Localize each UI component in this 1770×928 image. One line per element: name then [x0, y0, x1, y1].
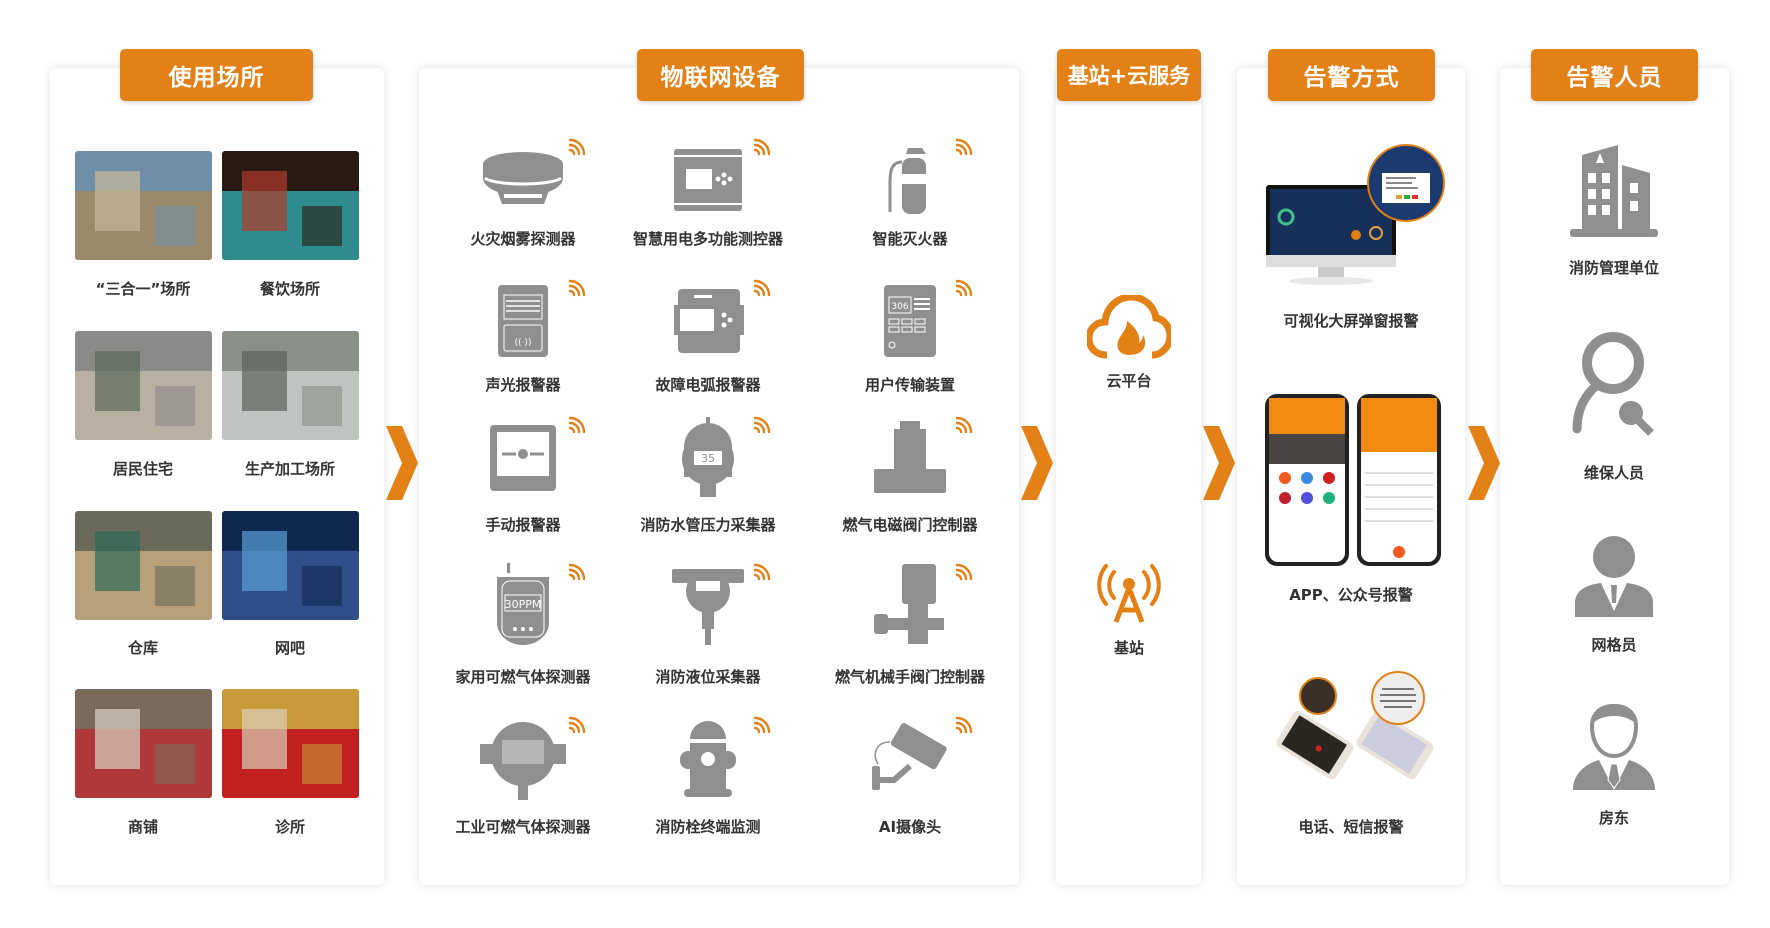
alerts-title: 告警方式: [1268, 49, 1435, 101]
alert-dashboard-label: 可视化大屏弹窗报警: [1283, 312, 1419, 330]
wireless-signal-icon: [567, 713, 589, 739]
place-label: 餐饮场所: [259, 280, 321, 298]
landlord-icon: [1571, 702, 1657, 796]
wireless-signal-icon: [752, 276, 774, 302]
places-title: 使用场所: [120, 49, 313, 101]
device-label: 智慧用电多功能测控器: [632, 230, 784, 248]
wireless-signal-icon: [752, 560, 774, 586]
photo-restaurant: [222, 151, 359, 260]
home-gas-detector-icon: 30PPM: [493, 563, 553, 651]
wireless-signal-icon: [567, 413, 589, 439]
device-label: 燃气机械手阀门控制器: [834, 668, 986, 686]
device-label: 工业可燃气体探测器: [455, 818, 591, 836]
svg-text:35: 35: [701, 452, 715, 465]
valve-manipulator-icon: [872, 562, 948, 652]
place-label: 商铺: [127, 818, 159, 836]
arc-fault-alarm-icon: [668, 285, 748, 361]
alert-app-label: APP、公众号报警: [1289, 586, 1413, 604]
place-label: 居民住宅: [112, 460, 174, 478]
building-icon: [1564, 143, 1664, 243]
device-label: 智能灭火器: [872, 230, 948, 248]
antenna-icon: [1094, 564, 1164, 628]
fire-extinguisher-icon: [880, 144, 940, 220]
wireless-signal-icon: [567, 135, 589, 161]
solenoid-valve-icon: [870, 419, 950, 501]
place-label: 网吧: [274, 639, 306, 657]
wireless-signal-icon: [954, 276, 976, 302]
cloud-fire-icon: [1085, 293, 1174, 363]
place-label: 诊所: [274, 818, 306, 836]
wireless-signal-icon: [954, 713, 976, 739]
person-role-label: 消防管理单位: [1568, 259, 1660, 277]
photo-residential: [75, 331, 212, 440]
flow-arrow-icon: [1021, 426, 1053, 500]
photo-shops: [75, 689, 212, 798]
device-label: 燃气电磁阀门控制器: [842, 516, 978, 534]
device-label: 消防水管压力采集器: [640, 516, 776, 534]
pressure-gauge-icon: 35: [676, 417, 740, 503]
wireless-signal-icon: [567, 276, 589, 302]
device-label: 消防液位采集器: [655, 668, 761, 686]
cloud-platform-label: 云平台: [1106, 372, 1152, 390]
person-role-label: 维保人员: [1583, 464, 1645, 482]
wireless-signal-icon: [567, 560, 589, 586]
photo-warehouse: [75, 511, 212, 620]
photo-factory: [222, 331, 359, 440]
wireless-signal-icon: [954, 135, 976, 161]
svg-text:30PPM: 30PPM: [505, 598, 542, 611]
maintenance-wrench-icon: [1569, 329, 1659, 443]
flow-arrow-icon: [386, 426, 418, 500]
photo-internet-cafe: [222, 511, 359, 620]
people-title: 告警人员: [1531, 49, 1698, 101]
device-label: 火灾烟雾探测器: [470, 230, 576, 248]
smoke-detector-icon: [480, 148, 566, 216]
flow-arrow-icon: [1468, 426, 1500, 500]
place-label: 仓库: [127, 639, 159, 657]
base-station-label: 基站: [1113, 639, 1145, 657]
svg-text:((·)): ((·)): [515, 338, 532, 348]
devices-title: 物联网设备: [637, 49, 804, 101]
sound-light-alarm-icon: ((·)): [492, 283, 554, 363]
photo-street-board: [75, 151, 212, 260]
device-label: AI摄像头: [878, 818, 942, 836]
alert-sms-label: 电话、短信报警: [1298, 818, 1404, 836]
person-role-label: 房东: [1598, 809, 1630, 827]
level-sensor-icon: [670, 563, 746, 651]
wireless-signal-icon: [752, 135, 774, 161]
device-label: 家用可燃气体探测器: [455, 668, 591, 686]
person-role-label: 网格员: [1591, 636, 1637, 654]
device-label: 消防栓终端监测: [655, 818, 761, 836]
power-monitor-icon: [668, 145, 748, 219]
phone-sms-image: [1266, 670, 1436, 794]
place-label: “三合一”场所: [95, 280, 191, 298]
device-label: 故障电弧报警器: [655, 376, 761, 394]
fire-hydrant-icon: [678, 717, 738, 803]
device-label: 声光报警器: [485, 376, 561, 394]
industrial-gas-detector-icon: [478, 716, 568, 804]
user-transmission-icon: 306: [880, 283, 940, 363]
monitor-dashboard-image: [1256, 143, 1446, 297]
flow-arrow-icon: [1203, 426, 1235, 500]
device-label: 用户传输装置: [864, 376, 956, 394]
wireless-signal-icon: [752, 713, 774, 739]
photo-clinic: [222, 689, 359, 798]
svg-text:306: 306: [891, 302, 908, 312]
place-label: 生产加工场所: [244, 460, 336, 478]
app-phones-image: [1261, 392, 1441, 572]
wireless-signal-icon: [954, 413, 976, 439]
cloud-title: 基站+云服务: [1057, 49, 1201, 101]
wireless-signal-icon: [752, 413, 774, 439]
camera-icon: [870, 722, 950, 798]
device-label: 手动报警器: [485, 516, 561, 534]
manual-call-point-icon: [488, 423, 558, 497]
wireless-signal-icon: [954, 560, 976, 586]
person-tie-icon: [1571, 535, 1657, 623]
cloud-card: [1056, 68, 1201, 885]
